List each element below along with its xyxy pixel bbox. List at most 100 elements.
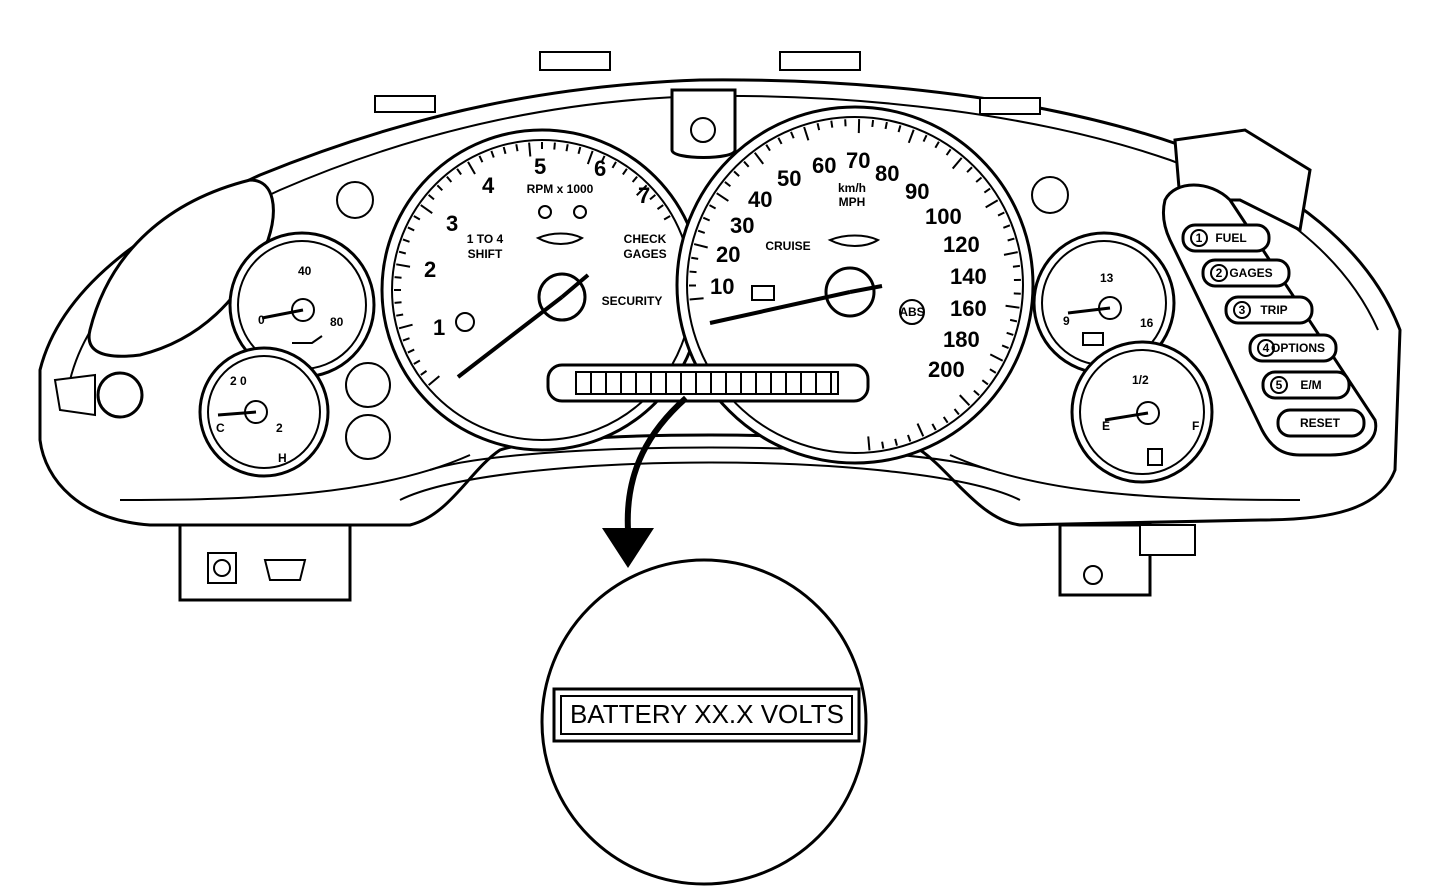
- dic-button-label: FUEL: [1215, 231, 1246, 245]
- gauge-tick: [467, 161, 476, 175]
- tach-unit-label: RPM x 1000: [527, 182, 594, 196]
- tach-number: 6: [594, 156, 606, 181]
- abs-label: ABS: [899, 305, 924, 319]
- gauge-tick: [528, 142, 532, 157]
- gauge-tick: [649, 194, 657, 201]
- speed-number: 120: [943, 232, 980, 257]
- fuel-pump-icon: [1147, 448, 1163, 466]
- callout-arrowhead: [602, 528, 654, 568]
- trip-reset-knob: [96, 371, 144, 419]
- check-engine-icon: [751, 285, 775, 301]
- dic-button-label: RESET: [1300, 416, 1341, 430]
- gauge-tick: [586, 150, 594, 165]
- speed-needle: [709, 290, 851, 325]
- speed-number: 10: [710, 274, 734, 299]
- speed-number: 30: [730, 213, 754, 238]
- battery-volts-message: BATTERY XX.X VOLTS: [570, 699, 844, 729]
- dic-button-number: 1: [1196, 231, 1203, 245]
- gauge-tick: [981, 379, 989, 386]
- gauge-tick: [975, 176, 983, 183]
- gauge-tick: [989, 368, 997, 374]
- gauge-number: 2 0: [230, 374, 247, 388]
- gauge-tick: [897, 125, 902, 133]
- gauge-tick: [553, 142, 556, 150]
- gauge-tick: [743, 160, 750, 168]
- gauge-tick: [881, 441, 885, 449]
- gauge-tick: [622, 168, 628, 176]
- speedometer: 10 20 30 40 50 60 70 80 90 100 120 140 1…: [675, 105, 1035, 465]
- gauge-tick: [922, 134, 928, 142]
- gauge-tick: [436, 184, 444, 192]
- tach-number: 4: [482, 173, 495, 198]
- gauge-tick: [867, 436, 871, 451]
- abs-icon: [899, 299, 925, 325]
- gauge-number: 9: [1063, 314, 1070, 328]
- left-lens-window: [87, 178, 275, 358]
- gauge-tick: [420, 204, 433, 214]
- dic-button-label: TRIP: [1260, 303, 1287, 317]
- gauge-tick: [631, 175, 638, 183]
- gauge-number: 1/2: [1132, 373, 1149, 387]
- check-gages-label: GAGES: [623, 247, 666, 261]
- gauge-tick: [989, 353, 1004, 362]
- gauge-tick: [884, 121, 888, 130]
- gauge-tick: [966, 166, 973, 173]
- gauge-tick: [697, 229, 706, 234]
- gauge-tick: [777, 137, 783, 145]
- security-label: SECURITY: [602, 294, 663, 308]
- gauge-tick: [953, 408, 960, 416]
- gauge-tick: [420, 370, 428, 376]
- gauge-tick: [636, 184, 648, 196]
- callout-arrow: [624, 395, 688, 531]
- gauge-tick: [733, 170, 740, 177]
- gauge-tick: [916, 423, 925, 437]
- tach-number: 3: [446, 211, 458, 236]
- gauge-tick: [942, 416, 949, 424]
- gauge-tick: [973, 389, 980, 396]
- gauge-tick: [394, 301, 402, 304]
- dic-button-trip[interactable]: 3 TRIP: [1224, 295, 1314, 325]
- dic-button-reset[interactable]: RESET: [1276, 408, 1366, 438]
- gauge-number: 13: [1100, 271, 1114, 285]
- gauge-tick: [413, 359, 421, 365]
- tach-number: 2: [424, 257, 436, 282]
- gauge-tick: [753, 152, 765, 165]
- gauge-tick: [394, 276, 402, 279]
- dic-button-number: 3: [1239, 303, 1246, 317]
- speed-number: 200: [928, 357, 965, 382]
- gauge-tick: [724, 181, 732, 188]
- speed-number: 40: [748, 187, 772, 212]
- gauge-tick: [959, 394, 971, 406]
- gauge-tick: [983, 187, 991, 194]
- gauge-tick: [407, 348, 415, 354]
- oil-can-icon: [292, 335, 323, 344]
- gauge-tick: [396, 263, 411, 268]
- seatbelt-icon: [573, 205, 587, 219]
- dic-button-label: GAGES: [1229, 266, 1272, 280]
- gauge-tick: [407, 226, 415, 232]
- gauge-tick: [1001, 344, 1009, 349]
- gauge-tick: [1003, 251, 1018, 256]
- gauge-tick: [427, 194, 435, 201]
- gauge-tick: [985, 199, 999, 209]
- gauge-tick: [1006, 331, 1014, 336]
- gauge-tick: [1009, 318, 1018, 323]
- right-bracket: [1058, 523, 1152, 597]
- dic-button-fuel[interactable]: 1 FUEL: [1181, 223, 1271, 253]
- gauge-number: 16: [1140, 316, 1154, 330]
- gauge-tick: [691, 256, 699, 260]
- gauge-tick: [656, 204, 664, 210]
- gauge-tick: [693, 243, 708, 249]
- gauge-tick: [402, 337, 410, 342]
- gauge-tick: [611, 161, 617, 169]
- gauge-tick: [816, 123, 821, 131]
- gauge-tick: [907, 129, 915, 144]
- battery-icon: [1082, 332, 1104, 346]
- speed-number: 20: [716, 242, 740, 267]
- gauge-tick: [894, 438, 898, 446]
- gauge-number: 0: [258, 313, 265, 327]
